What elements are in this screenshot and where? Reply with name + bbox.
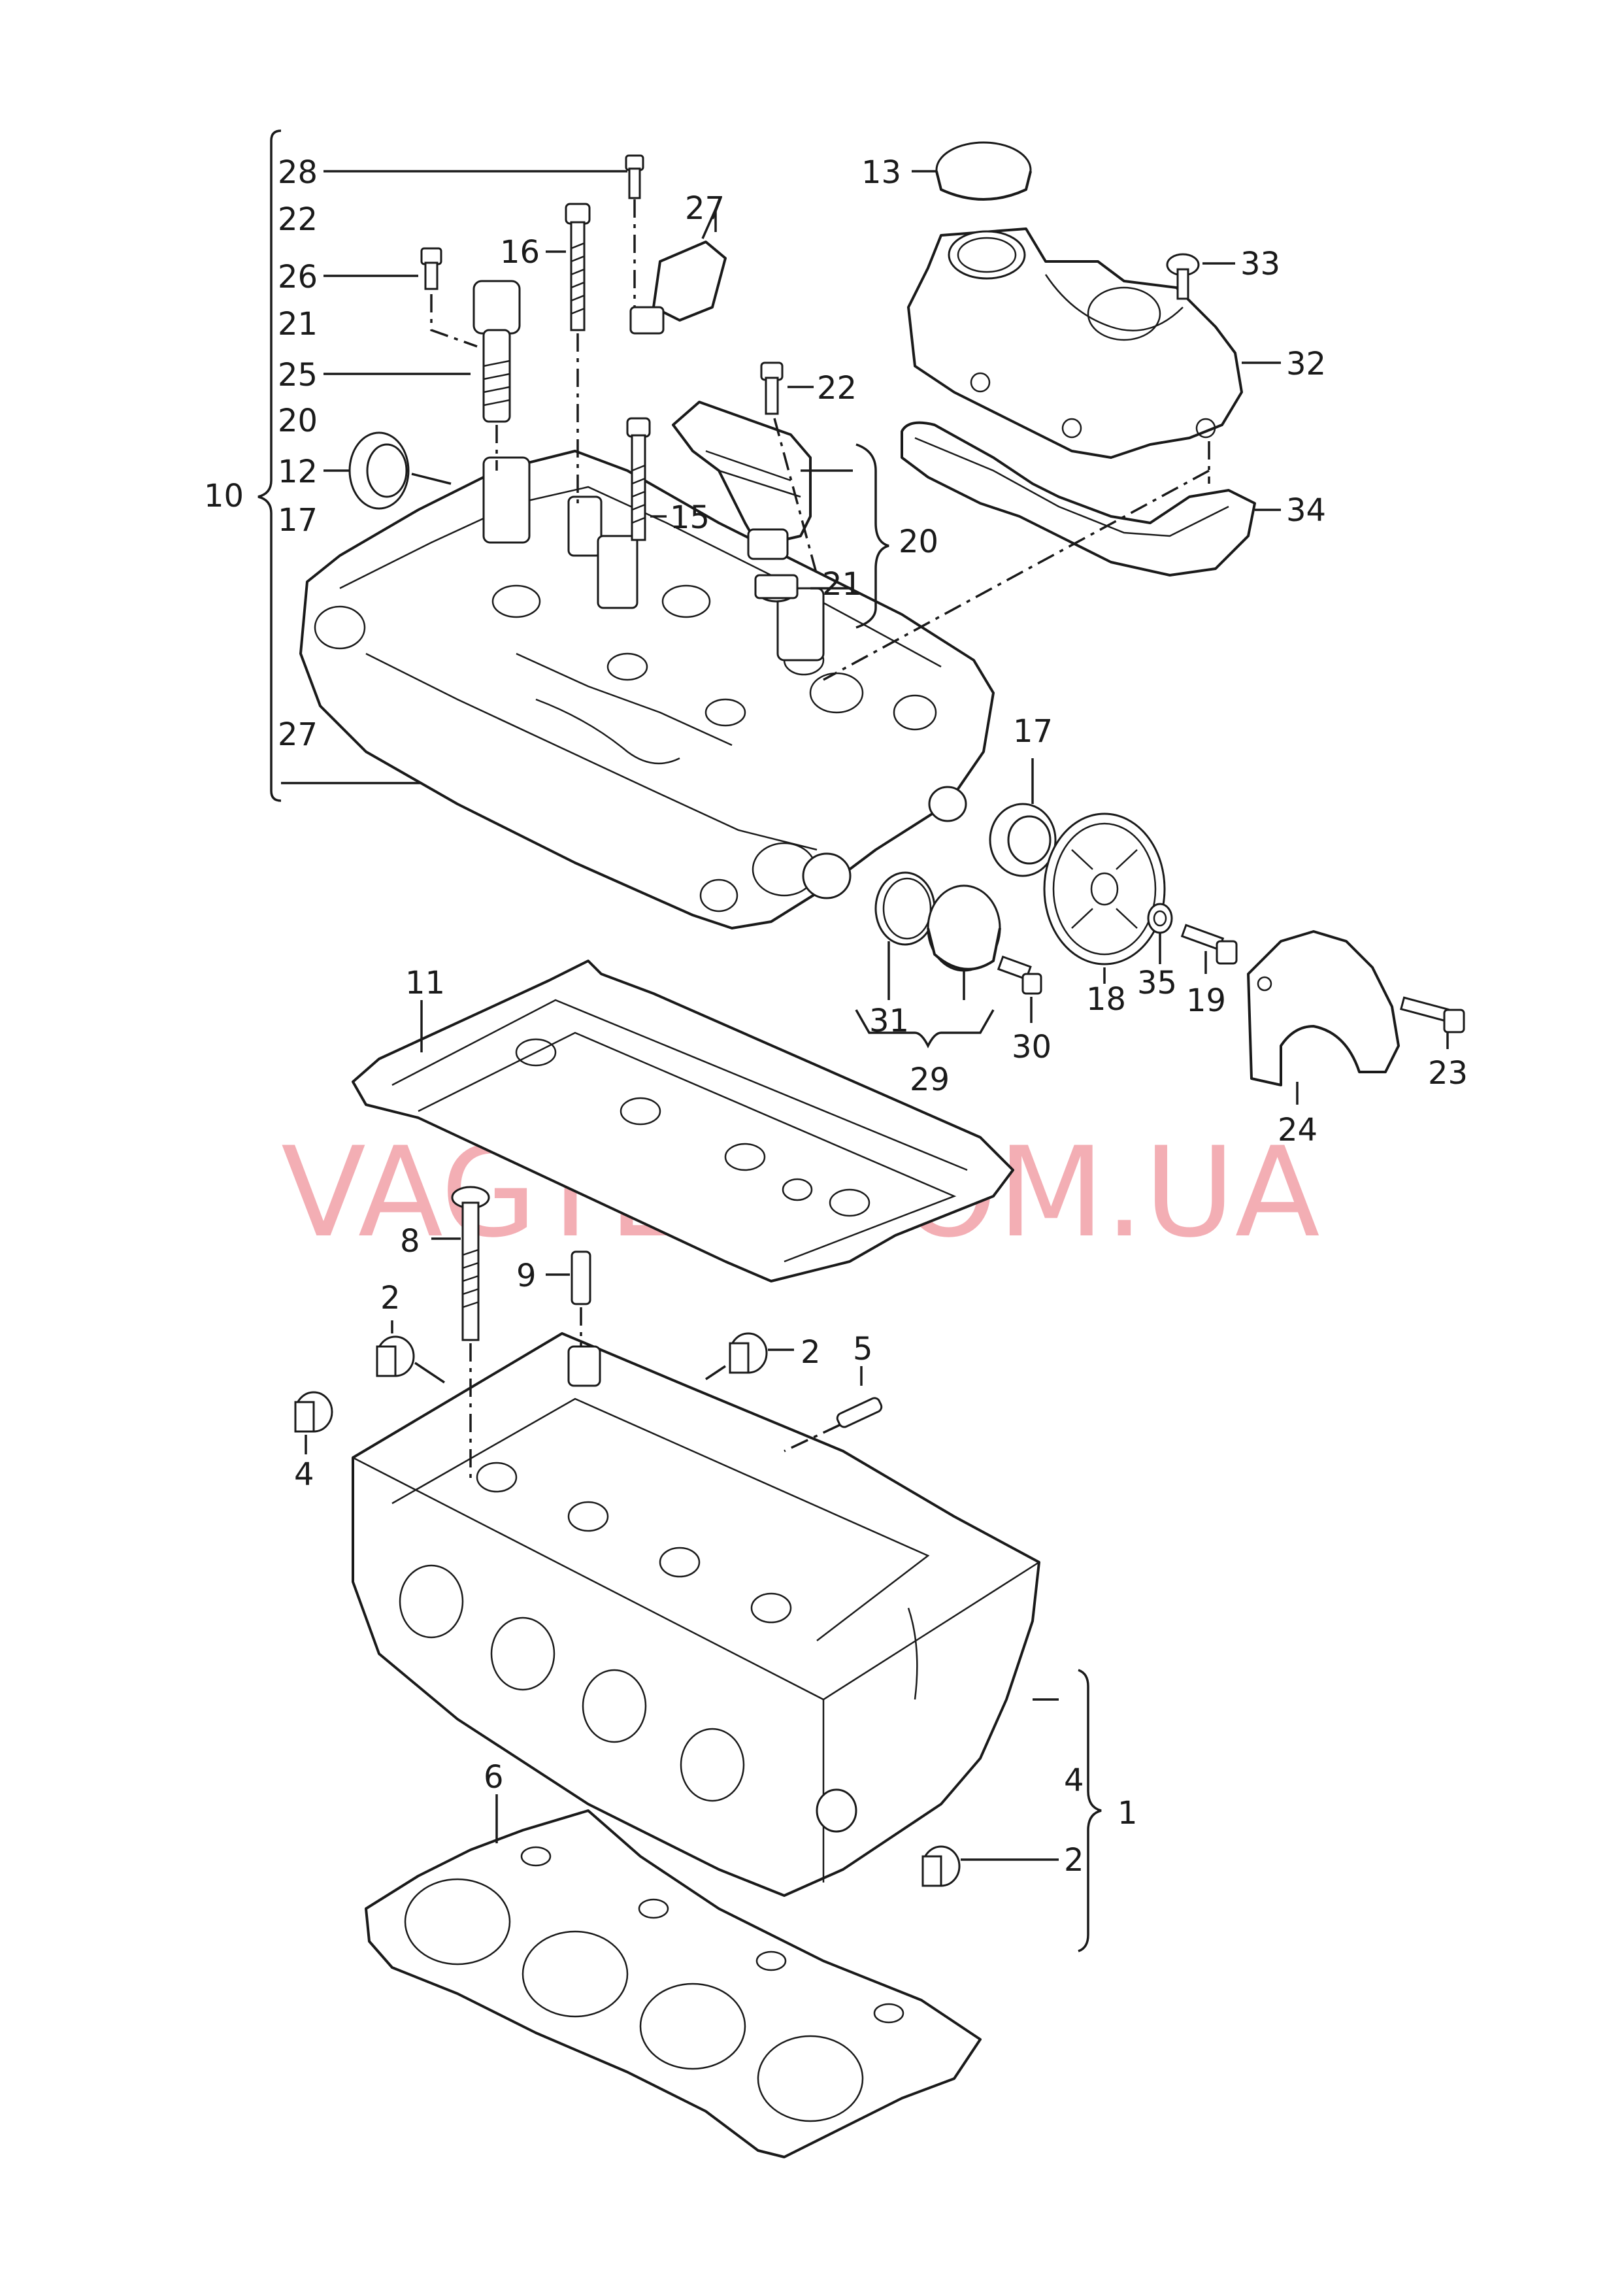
cap-13 (935, 141, 1032, 201)
bracket-item-26: 26 (278, 259, 318, 295)
callout-22: 22 (817, 370, 857, 407)
callout-32: 32 (1286, 346, 1326, 382)
o-ring-31 (874, 871, 936, 946)
callout-2-upper-left: 2 (380, 1280, 401, 1316)
callout-35: 35 (1137, 965, 1177, 1001)
bracket-item-25: 25 (278, 357, 318, 393)
callout-4-right: 4 (1064, 1762, 1084, 1799)
gasket-34 (901, 421, 1256, 577)
callout-11: 11 (405, 965, 445, 1001)
callout-2-lower: 2 (1064, 1842, 1084, 1879)
valve-cover-gasket-11 (352, 960, 1014, 1282)
callout-13: 13 (861, 154, 901, 191)
callout-16: 16 (500, 234, 540, 271)
sensor-27 (629, 241, 727, 335)
callout-10: 10 (204, 478, 244, 514)
callout-30: 30 (1012, 1029, 1052, 1065)
bolt-15 (626, 417, 651, 541)
bracket-item-17: 17 (278, 502, 318, 539)
callout-17: 17 (1013, 713, 1053, 750)
bolt-16 (565, 203, 591, 331)
timing-cover-24 (1247, 930, 1400, 1086)
plug-2-left (376, 1335, 415, 1377)
bolt-33 (1166, 253, 1200, 300)
plug-4-left (294, 1391, 333, 1433)
callout-8: 8 (400, 1223, 420, 1260)
bracket-item-28: 28 (278, 154, 318, 191)
callout-19: 19 (1186, 982, 1226, 1019)
callout-15: 15 (670, 499, 710, 536)
cylinder-head-lower (352, 1332, 1040, 1897)
bracket-item-20: 20 (278, 403, 318, 439)
callout-27-top: 27 (685, 190, 725, 227)
plug-2-right (729, 1332, 768, 1374)
dowel-9 (571, 1250, 591, 1305)
bracket-group-10: 28 22 26 21 25 20 12 17 27 10 (204, 129, 484, 802)
callout-4-left: 4 (294, 1456, 314, 1493)
bracket-item-27: 27 (278, 716, 318, 753)
ignition-coil-20 (672, 401, 812, 560)
plug-2-lower (921, 1845, 961, 1887)
bolt-19 (1180, 924, 1238, 965)
bolt-22 (760, 361, 784, 415)
callout-29: 29 (910, 1062, 950, 1098)
bolt-28 (625, 154, 644, 199)
seal-21 (754, 574, 799, 603)
seal-17-right (989, 803, 1057, 877)
callout-33: 33 (1240, 246, 1280, 282)
bracket-item-12: 12 (278, 454, 318, 490)
cover-29 (927, 884, 1042, 995)
callout-2-upper-right: 2 (801, 1334, 821, 1371)
callout-18: 18 (1086, 981, 1126, 1018)
callout-23: 23 (1428, 1055, 1468, 1092)
callout-9: 9 (516, 1258, 537, 1294)
bracket-item-21: 21 (278, 306, 318, 343)
valve-cover-upper (299, 450, 995, 929)
bracket-item-22: 22 (278, 201, 318, 238)
callout-6: 6 (484, 1759, 504, 1796)
seal-12 (348, 431, 410, 510)
callout-20: 20 (899, 524, 938, 560)
callout-24: 24 (1278, 1112, 1317, 1148)
bolt-8 (451, 1186, 490, 1341)
solenoid-valve-25 (472, 280, 521, 423)
callout-34: 34 (1286, 492, 1326, 529)
callout-1: 1 (1118, 1795, 1138, 1832)
washer-35 (1147, 903, 1173, 934)
head-gasket-6 (365, 1809, 982, 2158)
callout-21: 21 (822, 566, 862, 603)
sprocket-18 (1043, 812, 1166, 965)
callout-5: 5 (853, 1331, 873, 1367)
pin-5 (836, 1397, 883, 1428)
bolt-23 (1400, 996, 1465, 1033)
breather-housing-32 (907, 227, 1243, 459)
bolt-26 (420, 247, 442, 290)
